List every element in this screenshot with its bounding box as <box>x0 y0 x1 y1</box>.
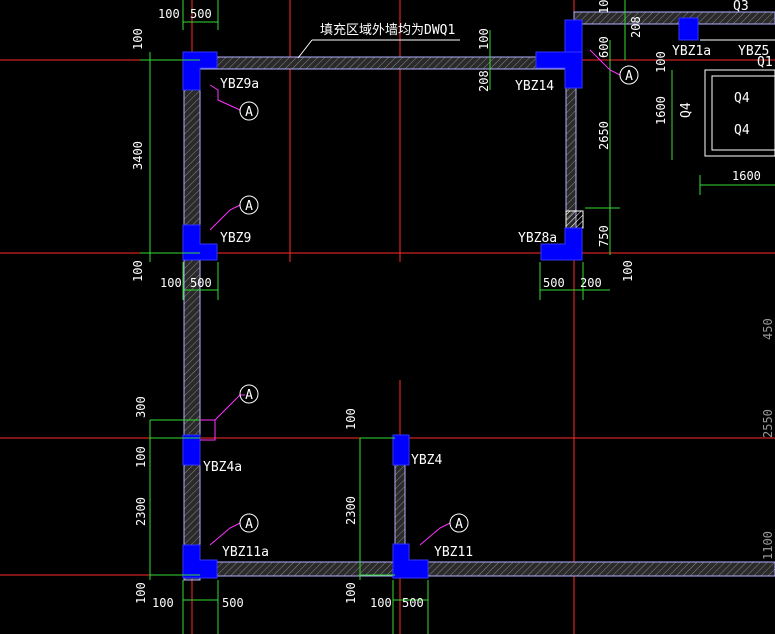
column-ybz1a <box>678 17 699 41</box>
column-top-right <box>564 19 583 53</box>
dimension-lines <box>140 0 775 634</box>
leaders <box>200 49 621 546</box>
svg-text:600: 600 <box>597 36 611 58</box>
section-mark-3: A <box>239 384 259 404</box>
column-ybz11a <box>182 544 218 579</box>
label-ybz4: YBZ4 <box>411 453 442 468</box>
section-mark-5: A <box>449 513 469 533</box>
label-ybz8a: YBZ8a <box>518 231 557 246</box>
svg-text:A: A <box>625 69 633 84</box>
column-ybz8a <box>540 227 583 261</box>
column-ybz9 <box>182 224 218 261</box>
wall-bottom <box>191 561 775 577</box>
column-ybz4 <box>392 434 410 466</box>
svg-text:100: 100 <box>131 28 145 50</box>
svg-text:750: 750 <box>597 225 611 247</box>
q-walls <box>700 39 775 157</box>
column-labels: YBZ9a YBZ14 YBZ1a YBZ5 YBZ9 YBZ8a YBZ4a … <box>203 0 773 560</box>
label-q4c: Q4 <box>679 102 694 118</box>
svg-text:300: 300 <box>134 396 148 418</box>
section-mark-6: A <box>619 65 639 85</box>
wall-note: 填充区域外墙均为DWQ1 <box>320 22 455 38</box>
wall-left <box>183 59 201 581</box>
svg-text:2650: 2650 <box>597 121 611 150</box>
svg-text:3400: 3400 <box>131 141 145 170</box>
svg-text:100: 100 <box>654 51 668 73</box>
svg-text:1600: 1600 <box>654 96 668 125</box>
wall-topright <box>573 11 775 25</box>
svg-text:2300: 2300 <box>134 497 148 526</box>
column-ybz4a <box>182 434 201 466</box>
svg-text:500: 500 <box>222 596 244 610</box>
svg-text:2550: 2550 <box>761 409 775 438</box>
wall-top <box>191 56 575 70</box>
svg-text:100: 100 <box>344 408 358 430</box>
label-ybz11: YBZ11 <box>434 545 473 560</box>
svg-text:208: 208 <box>477 70 491 92</box>
label-q3: Q3 <box>733 0 749 14</box>
svg-text:100: 100 <box>597 0 611 14</box>
svg-text:2300: 2300 <box>344 496 358 525</box>
svg-text:A: A <box>245 199 253 214</box>
svg-text:1600: 1600 <box>732 169 761 183</box>
label-ybz4a: YBZ4a <box>203 460 242 475</box>
svg-text:100: 100 <box>621 260 635 282</box>
svg-text:A: A <box>245 388 253 403</box>
label-ybz9: YBZ9 <box>220 231 251 246</box>
label-ybz5: YBZ5 <box>738 44 769 59</box>
label-q1: Q1 <box>757 55 773 70</box>
column-ybz9a <box>182 51 218 91</box>
columns <box>182 17 699 579</box>
svg-text:100: 100 <box>158 7 180 21</box>
svg-text:500: 500 <box>543 276 565 290</box>
section-mark-4: A <box>239 513 259 533</box>
svg-text:208: 208 <box>629 16 643 38</box>
svg-text:A: A <box>455 517 463 532</box>
svg-text:100: 100 <box>370 596 392 610</box>
label-ybz11a: YBZ11a <box>222 545 269 560</box>
label-ybz1a: YBZ1a <box>672 44 711 59</box>
section-mark-1: A <box>239 101 259 121</box>
label-q4a: Q4 <box>734 91 750 106</box>
label-q4b: Q4 <box>734 123 750 138</box>
svg-text:500: 500 <box>190 7 212 21</box>
svg-text:450: 450 <box>761 318 775 340</box>
svg-text:A: A <box>245 517 253 532</box>
svg-text:100: 100 <box>131 260 145 282</box>
section-mark-2: A <box>239 195 259 215</box>
svg-text:A: A <box>245 105 253 120</box>
svg-text:100: 100 <box>344 582 358 604</box>
svg-text:100: 100 <box>477 28 491 50</box>
label-ybz9a: YBZ9a <box>220 77 259 92</box>
hatched-box <box>565 210 584 229</box>
svg-text:1100: 1100 <box>761 531 775 560</box>
svg-text:100: 100 <box>134 446 148 468</box>
svg-text:500: 500 <box>402 596 424 610</box>
svg-text:200: 200 <box>580 276 602 290</box>
svg-text:100: 100 <box>160 276 182 290</box>
dimension-texts: 100 500 100 100 3400 100 100 500 500 200… <box>131 0 775 610</box>
walls <box>183 11 775 581</box>
column-ybz11 <box>392 543 429 579</box>
svg-text:500: 500 <box>190 276 212 290</box>
svg-text:100: 100 <box>152 596 174 610</box>
section-markers: A A A A A A <box>239 65 639 533</box>
label-ybz14: YBZ14 <box>515 79 554 94</box>
svg-text:100: 100 <box>134 582 148 604</box>
